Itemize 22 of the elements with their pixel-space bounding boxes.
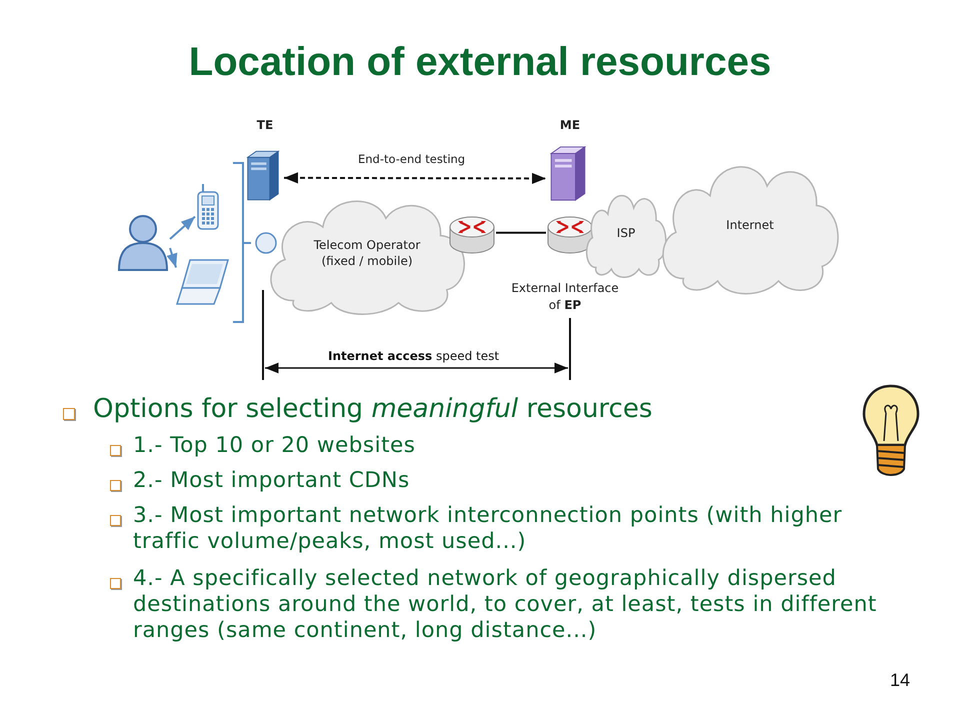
mobile-phone-icon xyxy=(195,183,221,231)
laptop-icon xyxy=(176,258,230,306)
bullet-text: 1.- Top 10 or 20 websites xyxy=(133,433,416,459)
bullet-text: 2.- Most important CDNs xyxy=(133,468,411,494)
cloud-label: Internet xyxy=(725,216,775,234)
cloud-label: Telecom Operator (fixed / mobile) xyxy=(312,236,422,270)
cloud-label: ISP xyxy=(616,224,636,242)
slide-title: Location of external resources xyxy=(188,40,772,85)
arrow xyxy=(169,216,196,240)
arrow xyxy=(166,248,178,268)
server-label: TE xyxy=(256,118,274,132)
bullet-text: 3.- Most important network interconnection points (with higher traffic volume/peaks, most used...) xyxy=(133,503,844,555)
page-number: 14 xyxy=(888,670,910,691)
edge-label: End-to-end testing xyxy=(356,152,468,166)
interface-label: External Interface of EP xyxy=(510,280,620,314)
connector-line xyxy=(496,232,546,234)
person-icon xyxy=(116,212,170,272)
bullet-text: Options for selecting meaningful resources xyxy=(93,394,654,426)
double-arrow xyxy=(284,172,546,184)
access-point-circle xyxy=(255,232,277,254)
bullet-text: 4.- A specifically selected network of geographically dispersed destinations around the world, to cover, at least, tests in different ranges (same continent, long distance...) xyxy=(133,566,878,644)
server-label: ME xyxy=(558,118,582,132)
